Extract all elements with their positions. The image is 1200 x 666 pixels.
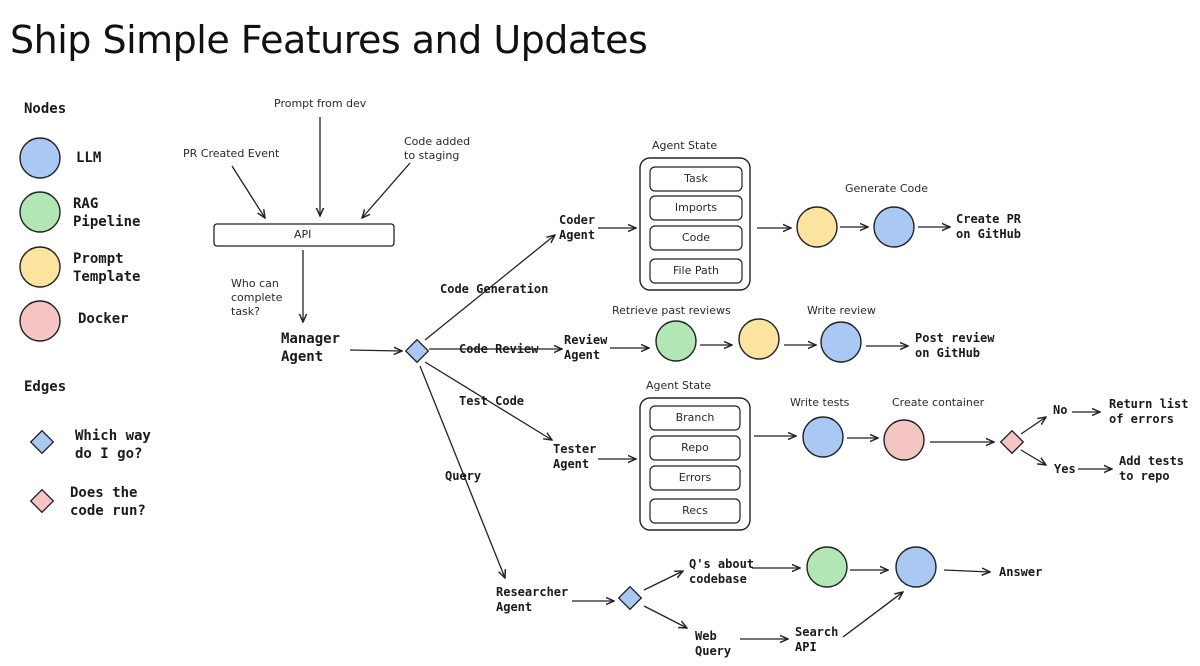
page-title: Ship Simple Features and Updates [10,18,648,62]
return-errors-label: Return list of errors [1109,397,1189,426]
tester-code-run-diamond [999,429,1025,455]
no-label: No [1053,403,1068,417]
legend-prompt-circle [19,246,61,288]
legend-code-run-diamond [29,488,55,514]
legend-decision-diamond [29,429,55,455]
legend-decision-label: Which way do I go? [75,428,151,462]
write-review-label: Write review [807,304,876,317]
researcher-diamond [617,585,643,611]
legend-edges-heading: Edges [24,379,67,395]
tester-docker-node [883,419,925,461]
route-test-code: Test Code [459,394,525,408]
legend-nodes-heading: Nodes [24,101,67,117]
search-api-label: Search API [795,625,839,654]
api-box [213,223,395,247]
api-label: API [294,228,312,241]
edge-pr-to-api [231,165,265,218]
legend-code-run-label: Does the code run? [70,485,146,519]
edge-llm-to-answer [943,570,990,572]
edge-router-test [424,361,552,440]
edge-manager-to-router [349,350,402,351]
legend-rag-circle [19,191,61,233]
add-tests-label: Add tests to repo [1119,454,1185,483]
review-llm-node [820,321,862,363]
answer-label: Answer [999,565,1043,579]
write-tests-label: Write tests [790,396,850,409]
coder-agent-label: Coder Agent [559,213,596,242]
tester-llm-node [802,416,844,458]
tester-state-branch [649,405,741,431]
coder-state-task [649,166,743,192]
legend-docker-circle [19,300,61,342]
coder-state-title: Agent State [652,139,718,152]
post-review-label: Post review on GitHub [915,331,995,360]
manager-agent-label: Manager Agent [281,331,341,365]
retrieve-past-reviews-label: Retrieve past reviews [612,304,731,317]
route-code-review: Code Review [459,342,539,356]
edge-diamond-to-no [1020,417,1046,435]
legend-llm-circle [19,137,61,179]
tester-state-branch-label: Branch [675,411,715,424]
route-code-generation: Code Generation [440,282,549,296]
edge-researcher-diamond-to-codebase [643,571,683,591]
code-added-label: Code added to staging [404,135,471,162]
coder-state-code-label: Code [681,231,711,244]
coder-state-filepath-label: File Path [672,264,720,277]
legend-docker-label: Docker [78,311,129,327]
web-query-label: Web Query [695,629,732,658]
create-container-label: Create container [892,396,985,409]
coder-prompt-node [796,206,838,248]
review-prompt-node [738,318,780,360]
tester-state-repo-label: Repo [681,441,709,454]
review-agent-label: Review Agent [564,333,608,362]
generate-code-label: Generate Code [845,182,929,195]
tester-state-recs-label: Recs [682,504,708,517]
review-rag-node [655,320,697,362]
route-query: Query [445,469,482,483]
yes-label: Yes [1054,462,1076,476]
codebase-question-label: Q's about codebase [689,557,755,586]
edge-search-to-llm [842,592,903,638]
router-diamond [404,338,430,364]
tester-state-repo [649,435,741,461]
coder-llm-node [873,206,915,248]
tester-state-box [639,397,751,531]
prompt-from-dev-label: Prompt from dev [274,97,367,110]
edge-researcher-diamond-to-web [643,605,687,628]
coder-state-imports [649,195,743,221]
legend-prompt-label: Prompt Template [73,251,141,285]
coder-state-filepath [649,258,743,284]
tester-state-title: Agent State [646,379,712,392]
edge-router-codegen [424,235,555,341]
coder-state-imports-label: Imports [674,201,718,214]
researcher-agent-label: Researcher Agent [496,585,569,614]
legend-rag-label: RAG Pipeline [73,196,141,230]
tester-agent-label: Tester Agent [553,442,597,471]
tester-state-recs [649,498,741,524]
pr-created-label: PR Created Event [183,147,280,160]
coder-state-task-label: Task [684,172,708,185]
create-pr-label: Create PR on GitHub [956,212,1022,241]
legend-llm-label: LLM [76,150,102,166]
researcher-rag-node [806,546,848,588]
researcher-llm-node [895,546,937,588]
edge-staging-to-api [362,162,411,218]
edge-router-query [419,365,505,578]
edge-diamond-to-yes [1020,449,1046,465]
tester-state-errors [649,465,741,491]
coder-state-code [649,225,743,251]
who-can-label: Who can complete task? [231,277,283,318]
tester-state-errors-label: Errors [678,471,712,484]
